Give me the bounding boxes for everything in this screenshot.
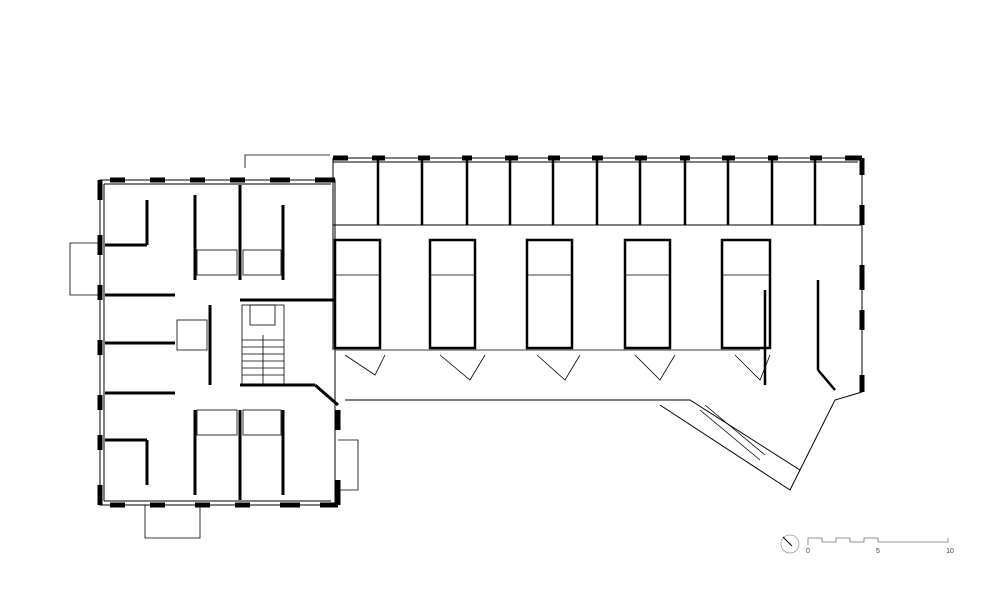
left-balconies <box>69 154 359 539</box>
right-walls <box>333 155 865 392</box>
plan-linework <box>69 154 865 539</box>
scale-bar: 0 5 10 <box>780 534 954 555</box>
right-wing <box>332 157 863 491</box>
right-partitions <box>333 160 836 391</box>
scale-label-10: 10 <box>946 548 954 555</box>
scale-label-5: 5 <box>876 548 880 555</box>
left-walls <box>97 177 341 508</box>
scale-label-0: 0 <box>806 548 810 555</box>
left-partitions <box>105 185 339 500</box>
north-arrow-icon <box>780 534 800 554</box>
stair-core <box>176 249 285 436</box>
balconies-right <box>335 274 771 461</box>
